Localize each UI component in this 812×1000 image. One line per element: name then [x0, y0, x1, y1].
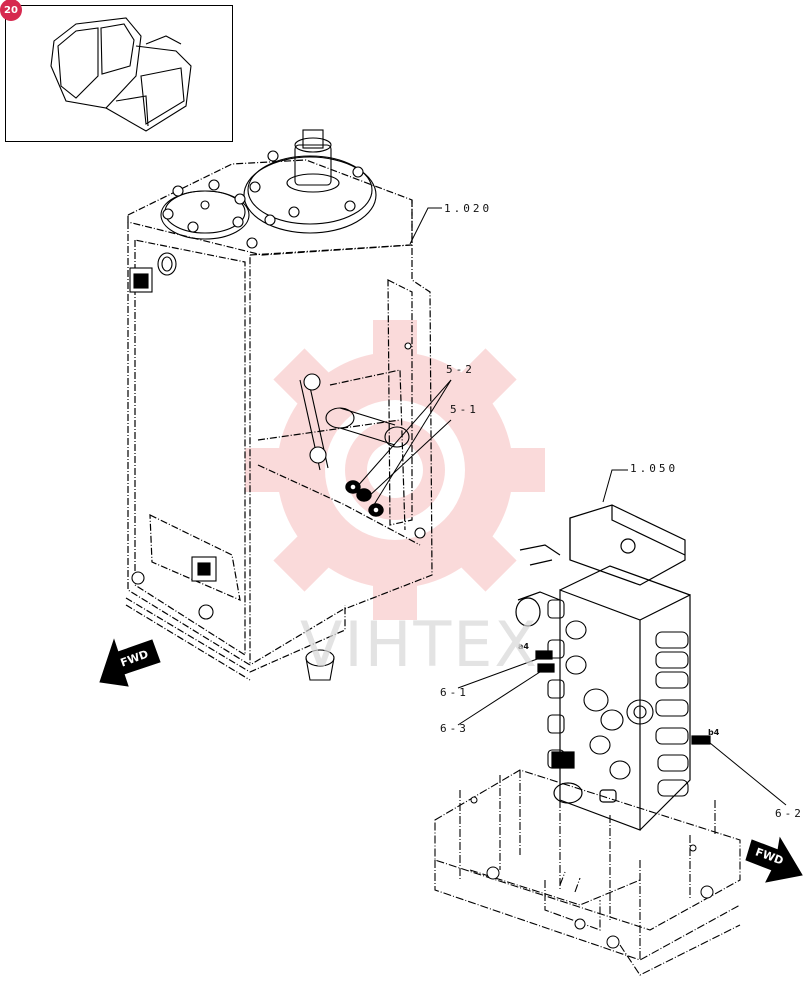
callout-1-050: 1.050	[630, 462, 679, 475]
watermark-gear-logo	[245, 320, 545, 620]
tank-bolts	[131, 150, 426, 620]
frame-structure	[434, 769, 741, 976]
watermark-label: VIHTEX	[300, 608, 539, 681]
callout-5-2: 5-2	[446, 363, 475, 376]
callout-6-2: 6-2	[775, 807, 804, 820]
callout-6-3: 6-3	[440, 722, 469, 735]
callout-5-1: 5-1	[450, 403, 479, 416]
forward-direction-arrow-icon	[99, 638, 161, 687]
port-b4-label: b4	[708, 728, 720, 737]
excavator-cab-icon	[50, 17, 192, 132]
hydraulic-tank	[125, 159, 433, 681]
inset-view: 20	[0, 0, 233, 142]
page-badge: 20	[0, 0, 22, 21]
control-valve	[515, 504, 711, 831]
leader-lines	[355, 207, 787, 806]
frame-bolts	[470, 796, 714, 949]
forward-direction-arrow-icon	[745, 836, 803, 883]
callout-1-020: 1.020	[444, 202, 493, 215]
callout-6-1: 6-1	[440, 686, 469, 699]
port-a4-label: a4	[518, 642, 529, 651]
